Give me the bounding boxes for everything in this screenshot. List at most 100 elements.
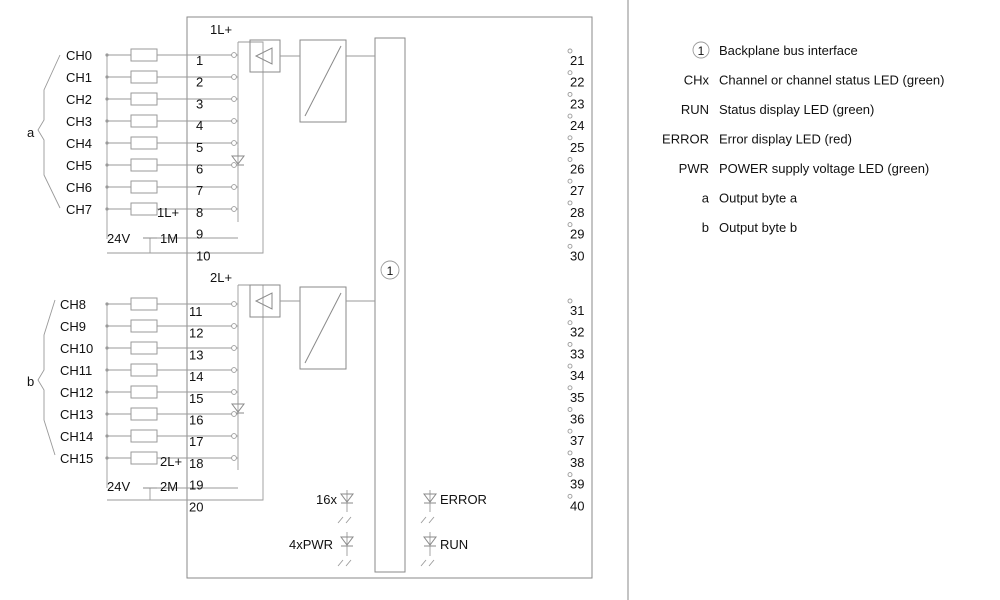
terminal-number: 9 [196, 227, 203, 242]
terminal-point [231, 74, 237, 80]
terminal-point [567, 320, 573, 326]
terminal-point [567, 493, 573, 499]
supply-label-2l: 2L+ [210, 270, 232, 285]
led-error-label: ERROR [440, 492, 487, 507]
channel-label: CH3 [66, 114, 92, 129]
led-run-label: RUN [440, 537, 468, 552]
terminal-number: 28 [570, 205, 584, 220]
legend-key: RUN [681, 102, 709, 117]
terminal-number: 21 [570, 53, 584, 68]
led-channel-count: 16x [316, 492, 337, 507]
module-housing [186, 16, 593, 579]
terminal-point [567, 298, 573, 304]
terminal-point [567, 472, 573, 478]
terminal-number: 8 [196, 205, 203, 220]
terminal-number: 27 [570, 183, 584, 198]
terminal-point [567, 222, 573, 228]
terminal-point [567, 48, 573, 54]
supply-rail-1l [149, 41, 264, 254]
terminal-point [231, 118, 237, 124]
terminal-number: 14 [189, 369, 203, 384]
terminal-number: 38 [570, 455, 584, 470]
legend-text: Output byte b [719, 220, 797, 235]
load-resistor [130, 319, 158, 333]
terminal-number: 39 [570, 477, 584, 492]
terminal-number: 22 [570, 75, 584, 90]
channel-label: CH4 [66, 136, 92, 151]
terminal-point [231, 52, 237, 58]
load-resistor [130, 297, 158, 311]
terminal-number: 6 [196, 162, 203, 177]
legend-text: POWER supply voltage LED (green) [719, 161, 929, 176]
led-power-count: 4xPWR [289, 537, 333, 552]
driver-triangle-2 [254, 292, 273, 310]
legend-key: 1 [698, 44, 705, 58]
ground-label-2m: 2M [160, 479, 178, 494]
output-group-a [37, 39, 375, 254]
terminal-number: 15 [189, 391, 203, 406]
legend-key: ERROR [662, 132, 709, 147]
voltage-label-a: 24V [107, 231, 130, 246]
channel-label: CH14 [60, 429, 93, 444]
terminal-number: 4 [196, 118, 203, 133]
channel-rows: CH0CH1CH2CH3CH4CH5CH6CH7CH8CH9CH10CH11CH… [60, 48, 584, 514]
terminal-number: 34 [570, 368, 584, 383]
terminal-point [231, 367, 237, 373]
legend-key: b [702, 220, 709, 235]
channel-label: CH7 [66, 202, 92, 217]
terminal-point [231, 411, 237, 417]
terminal-point [567, 341, 573, 347]
channel-label: CH0 [66, 48, 92, 63]
output-driver-1 [249, 39, 281, 73]
diode-1 [231, 155, 245, 165]
ground-label-1m: 1M [160, 231, 178, 246]
terminal-point [567, 70, 573, 76]
led-power-icon [340, 536, 354, 546]
terminal-number: 36 [570, 412, 584, 427]
bus-marker-circle [380, 260, 400, 280]
terminal-number: 19 [189, 478, 203, 493]
supply-terminal-label-2l: 2L+ [160, 454, 182, 469]
terminal-point [231, 162, 237, 168]
terminal-point [231, 389, 237, 395]
legend-text: Output byte a [719, 191, 798, 206]
terminal-number: 16 [189, 413, 203, 428]
voltage-label-b: 24V [107, 479, 130, 494]
output-driver-2 [249, 284, 281, 318]
terminal-number: 29 [570, 227, 584, 242]
terminal-number: 40 [570, 498, 584, 513]
terminal-number: 33 [570, 346, 584, 361]
brace-b [37, 299, 56, 456]
terminal-number: 26 [570, 162, 584, 177]
legend-text: Error display LED (red) [719, 132, 852, 147]
terminal-number: 23 [570, 96, 584, 111]
load-resistor [130, 407, 158, 421]
load-resistor [130, 136, 158, 150]
load-resistor [130, 451, 158, 465]
terminal-point [231, 140, 237, 146]
load-resistor [130, 70, 158, 84]
optocoupler-slash-2 [304, 292, 342, 364]
terminal-number: 24 [570, 118, 584, 133]
load-resistor [130, 341, 158, 355]
legend-text: Channel or channel status LED (green) [719, 73, 944, 88]
terminal-number: 12 [189, 326, 203, 341]
optocoupler-2 [299, 286, 347, 370]
channel-label: CH11 [60, 363, 92, 378]
bus-marker-text: 1 [387, 264, 394, 278]
terminal-number: 31 [570, 303, 584, 318]
terminal-point [567, 450, 573, 456]
terminal-point [231, 96, 237, 102]
terminal-point [567, 200, 573, 206]
supply-label-1l: 1L+ [210, 22, 232, 37]
group-b-label: b [27, 374, 34, 389]
channel-label: CH9 [60, 319, 86, 334]
load-resistor [130, 202, 158, 216]
terminal-number: 10 [196, 248, 210, 263]
terminal-point [231, 206, 237, 212]
load-resistor [130, 48, 158, 62]
backplane-bus-bar [374, 37, 406, 573]
channel-label: CH1 [66, 70, 92, 85]
legend-text: Backplane bus interface [719, 43, 858, 58]
terminal-point [567, 157, 573, 162]
